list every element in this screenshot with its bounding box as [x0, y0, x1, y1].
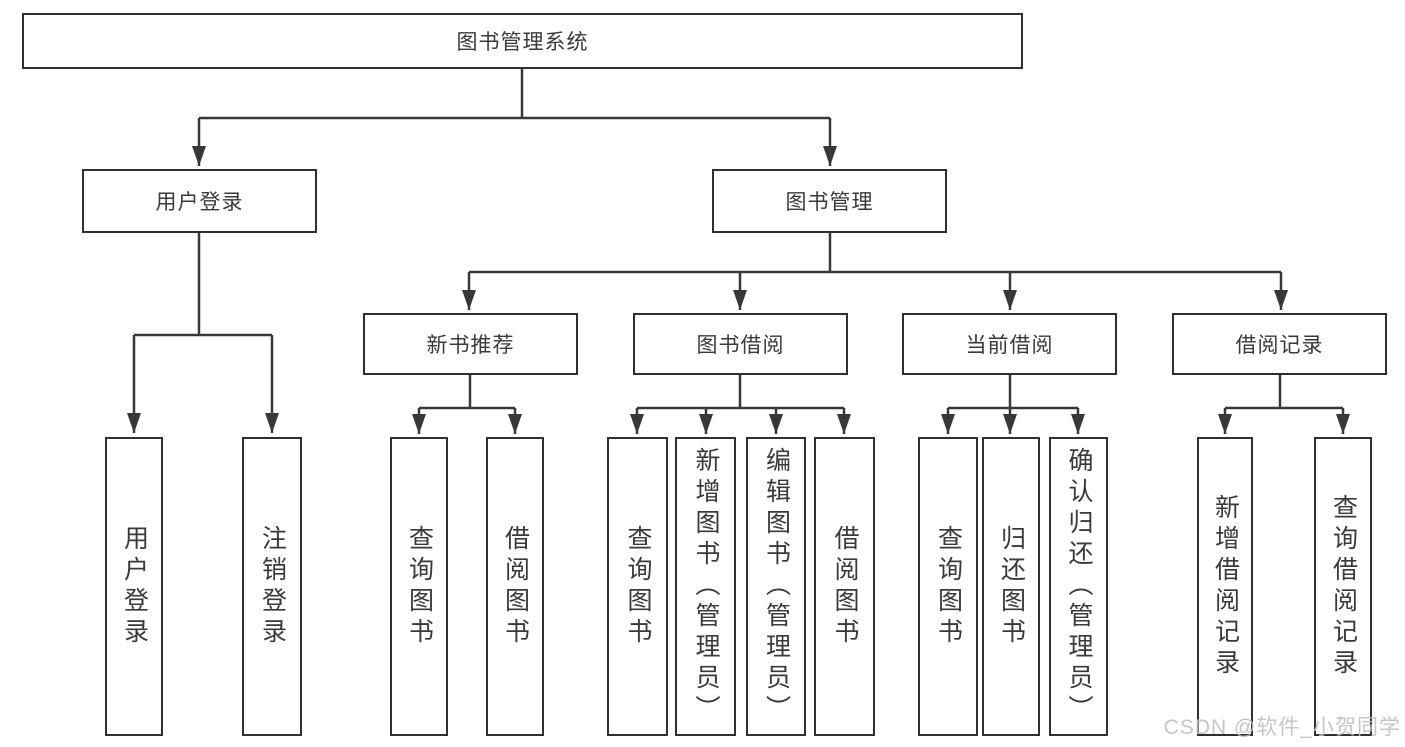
leaf-query-books-recommend: 查询图书: [390, 437, 448, 736]
leaf-logout-label: 注销登录: [258, 524, 287, 649]
leaf-add-borrow-record: 新增借阅记录: [1197, 437, 1253, 736]
leaf-add-borrow-record-label: 新增借阅记录: [1211, 493, 1240, 680]
node-root-system: 图书管理系统: [22, 13, 1023, 69]
leaf-add-book-admin: 新增图书（管理员）: [675, 437, 736, 736]
leaf-add-book-admin-label: 新增图书（管理员）: [692, 447, 720, 726]
leaf-user-login: 用户登录: [105, 437, 163, 736]
leaf-query-borrow-record-label: 查询借阅记录: [1329, 493, 1358, 680]
node-book-borrow-label: 图书借阅: [696, 334, 785, 357]
leaf-borrow-books-recommend-label: 借阅图书: [501, 524, 530, 649]
leaf-confirm-return-admin-label: 确认归还（管理员）: [1065, 447, 1093, 726]
leaf-user-login-label: 用户登录: [120, 524, 149, 649]
node-borrow-records-label: 借阅记录: [1235, 334, 1324, 357]
leaf-borrow-books-recommend: 借阅图书: [486, 437, 544, 736]
node-book-management-label: 图书管理: [785, 191, 874, 214]
leaf-query-books-borrow-label: 查询图书: [624, 524, 652, 649]
node-current-borrow: 当前借阅: [902, 313, 1117, 375]
node-user-login: 用户登录: [82, 169, 317, 233]
leaf-query-books-borrow: 查询图书: [607, 437, 668, 736]
node-book-borrow: 图书借阅: [633, 313, 848, 375]
leaf-query-books-recommend-label: 查询图书: [405, 524, 434, 649]
node-current-borrow-label: 当前借阅: [965, 334, 1054, 357]
node-root-system-label: 图书管理系统: [456, 31, 589, 54]
leaf-logout: 注销登录: [242, 437, 302, 736]
leaf-query-books-current: 查询图书: [918, 437, 978, 736]
leaf-query-books-current-label: 查询图书: [934, 524, 963, 649]
leaf-return-book-label: 归还图书: [997, 524, 1026, 649]
node-user-login-label: 用户登录: [155, 191, 244, 214]
leaf-confirm-return-admin: 确认归还（管理员）: [1049, 437, 1108, 736]
leaf-edit-book-admin: 编辑图书（管理员）: [746, 437, 806, 736]
node-new-book-recommend: 新书推荐: [363, 313, 578, 375]
node-book-management: 图书管理: [712, 169, 947, 233]
leaf-borrow-books: 借阅图书: [814, 437, 875, 736]
leaf-return-book: 归还图书: [982, 437, 1040, 736]
node-new-book-recommend-label: 新书推荐: [426, 334, 515, 357]
node-borrow-records: 借阅记录: [1172, 313, 1387, 375]
leaf-query-borrow-record: 查询借阅记录: [1314, 437, 1372, 736]
leaf-borrow-books-label: 借阅图书: [831, 524, 859, 649]
leaf-edit-book-admin-label: 编辑图书（管理员）: [762, 447, 791, 726]
